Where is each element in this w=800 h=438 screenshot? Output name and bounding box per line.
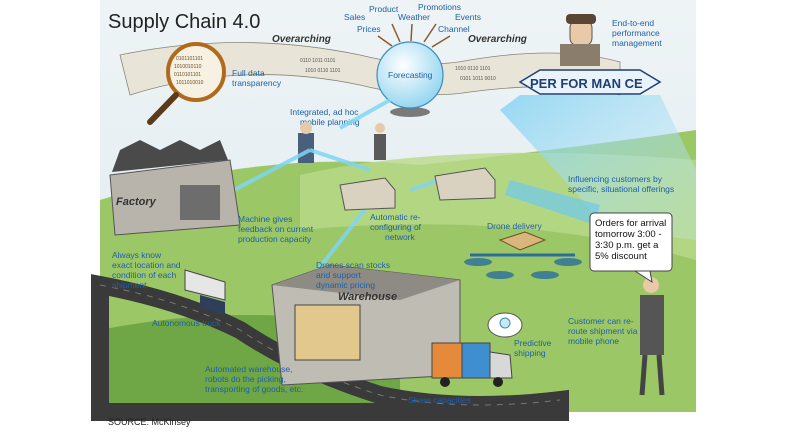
- customer-label-1: Customer can re-: [568, 316, 634, 326]
- delivery-drone: [464, 231, 582, 279]
- magnifier-icon: 0101101101 1010010110 0110101101 1011010…: [147, 42, 226, 125]
- warehouse-label: Warehouse: [338, 291, 397, 303]
- svg-text:0101 1011 0010: 0101 1011 0010: [460, 76, 496, 82]
- end-to-end-label-3: management: [612, 38, 662, 48]
- integrated-label-2: mobile planning: [300, 117, 360, 127]
- automated-label-1: Automated warehouse,: [205, 364, 292, 374]
- thought-bubble: [487, 312, 523, 338]
- share-capacities-label: Share capacities: [408, 395, 471, 405]
- product-label: Product: [369, 4, 399, 14]
- machine-label-2: feedback on current: [238, 224, 314, 234]
- depot-buildings: [339, 167, 496, 211]
- events-label: Events: [455, 12, 481, 22]
- promotions-label: Promotions: [418, 2, 461, 12]
- predictive-label-1: Predictive: [514, 338, 552, 348]
- autonomous-truck: [184, 269, 226, 315]
- order-bubble-tail: [633, 270, 653, 284]
- svg-text:1010010110: 1010010110: [174, 64, 202, 70]
- automated-label-2: robots do the picking,: [205, 374, 286, 384]
- drones-scan-label-1: Drones scan stocks: [316, 260, 390, 270]
- svg-text:0110 1011 0101: 0110 1011 0101: [300, 58, 336, 64]
- drones-scan-label-3: dynamic pricing: [316, 280, 375, 290]
- overarching-left-label: Overarching: [272, 34, 331, 45]
- predictive-label-2: shipping: [514, 348, 546, 358]
- svg-text:1010 0110 1101: 1010 0110 1101: [305, 68, 341, 74]
- customer-label-2: route shipment via: [568, 326, 638, 336]
- end-to-end-label-2: performance: [612, 28, 660, 38]
- overarching-right-label: Overarching: [468, 34, 527, 45]
- integrated-label-1: Integrated, ad hoc: [290, 107, 359, 117]
- channel-label: Channel: [438, 24, 470, 34]
- forecasting-label: Forecasting: [388, 70, 433, 80]
- end-to-end-label-1: End-to-end: [612, 18, 654, 28]
- order-bubble-text: Orders for arrival tomorrow 3:00 - 3:30 …: [595, 218, 669, 262]
- drone-delivery-label: Drone delivery: [487, 221, 543, 231]
- influencing-label-2: specific, situational offerings: [568, 184, 674, 194]
- factory-label: Factory: [116, 196, 157, 208]
- factory-building: [109, 140, 241, 236]
- machine-label-3: production capacity: [238, 234, 312, 244]
- warehouse-building: [271, 264, 461, 386]
- drones-scan-label-2: and support: [316, 270, 362, 280]
- source-note: SOURCE: McKinsey: [108, 417, 191, 427]
- customer-label-3: mobile phone: [568, 336, 619, 346]
- forecasting-globe: [376, 41, 444, 117]
- customer-figure: [639, 277, 665, 396]
- prices-label: Prices: [357, 24, 381, 34]
- automatic-label-2: configuring of: [370, 222, 422, 232]
- input-arrows: [377, 23, 451, 48]
- machine-label-1: Machine gives: [238, 214, 292, 224]
- automatic-label-3: network: [385, 232, 416, 242]
- manager-figure: [560, 14, 600, 66]
- svg-text:0101101101: 0101101101: [176, 56, 203, 62]
- always-know-label-3: condition of each: [112, 270, 177, 280]
- predictive-truck: [431, 342, 513, 387]
- full-data-label-2: transparency: [232, 78, 282, 88]
- automatic-label-1: Automatic re-: [370, 212, 421, 222]
- sales-label: Sales: [344, 12, 365, 22]
- performance-banner: PER FOR MAN CE: [518, 69, 662, 95]
- influencing-beam: [505, 180, 600, 225]
- weather-label: Weather: [398, 12, 430, 22]
- svg-text:1010 0110 1101: 1010 0110 1101: [455, 66, 491, 72]
- always-know-label-2: exact location and: [112, 260, 181, 270]
- autonomous-truck-label: Autonomous truck: [152, 318, 221, 328]
- full-data-label-1: Full data: [232, 68, 265, 78]
- always-know-label-4: shipment: [112, 280, 147, 290]
- page-title: Supply Chain 4.0: [108, 11, 260, 33]
- svg-text:0110101101: 0110101101: [174, 72, 201, 78]
- automated-label-3: transporting of goods, etc.: [205, 384, 303, 394]
- svg-text:1011010010: 1011010010: [176, 80, 204, 86]
- always-know-label-1: Always know: [112, 250, 162, 260]
- performance-beam: [500, 95, 696, 240]
- binary-stream: 0110 1011 0101 1010 0110 1101 1010 0110 …: [300, 58, 496, 82]
- performance-banner-text: PER FOR MAN CE: [530, 76, 643, 91]
- influencing-label-1: Influencing customers by: [568, 174, 663, 184]
